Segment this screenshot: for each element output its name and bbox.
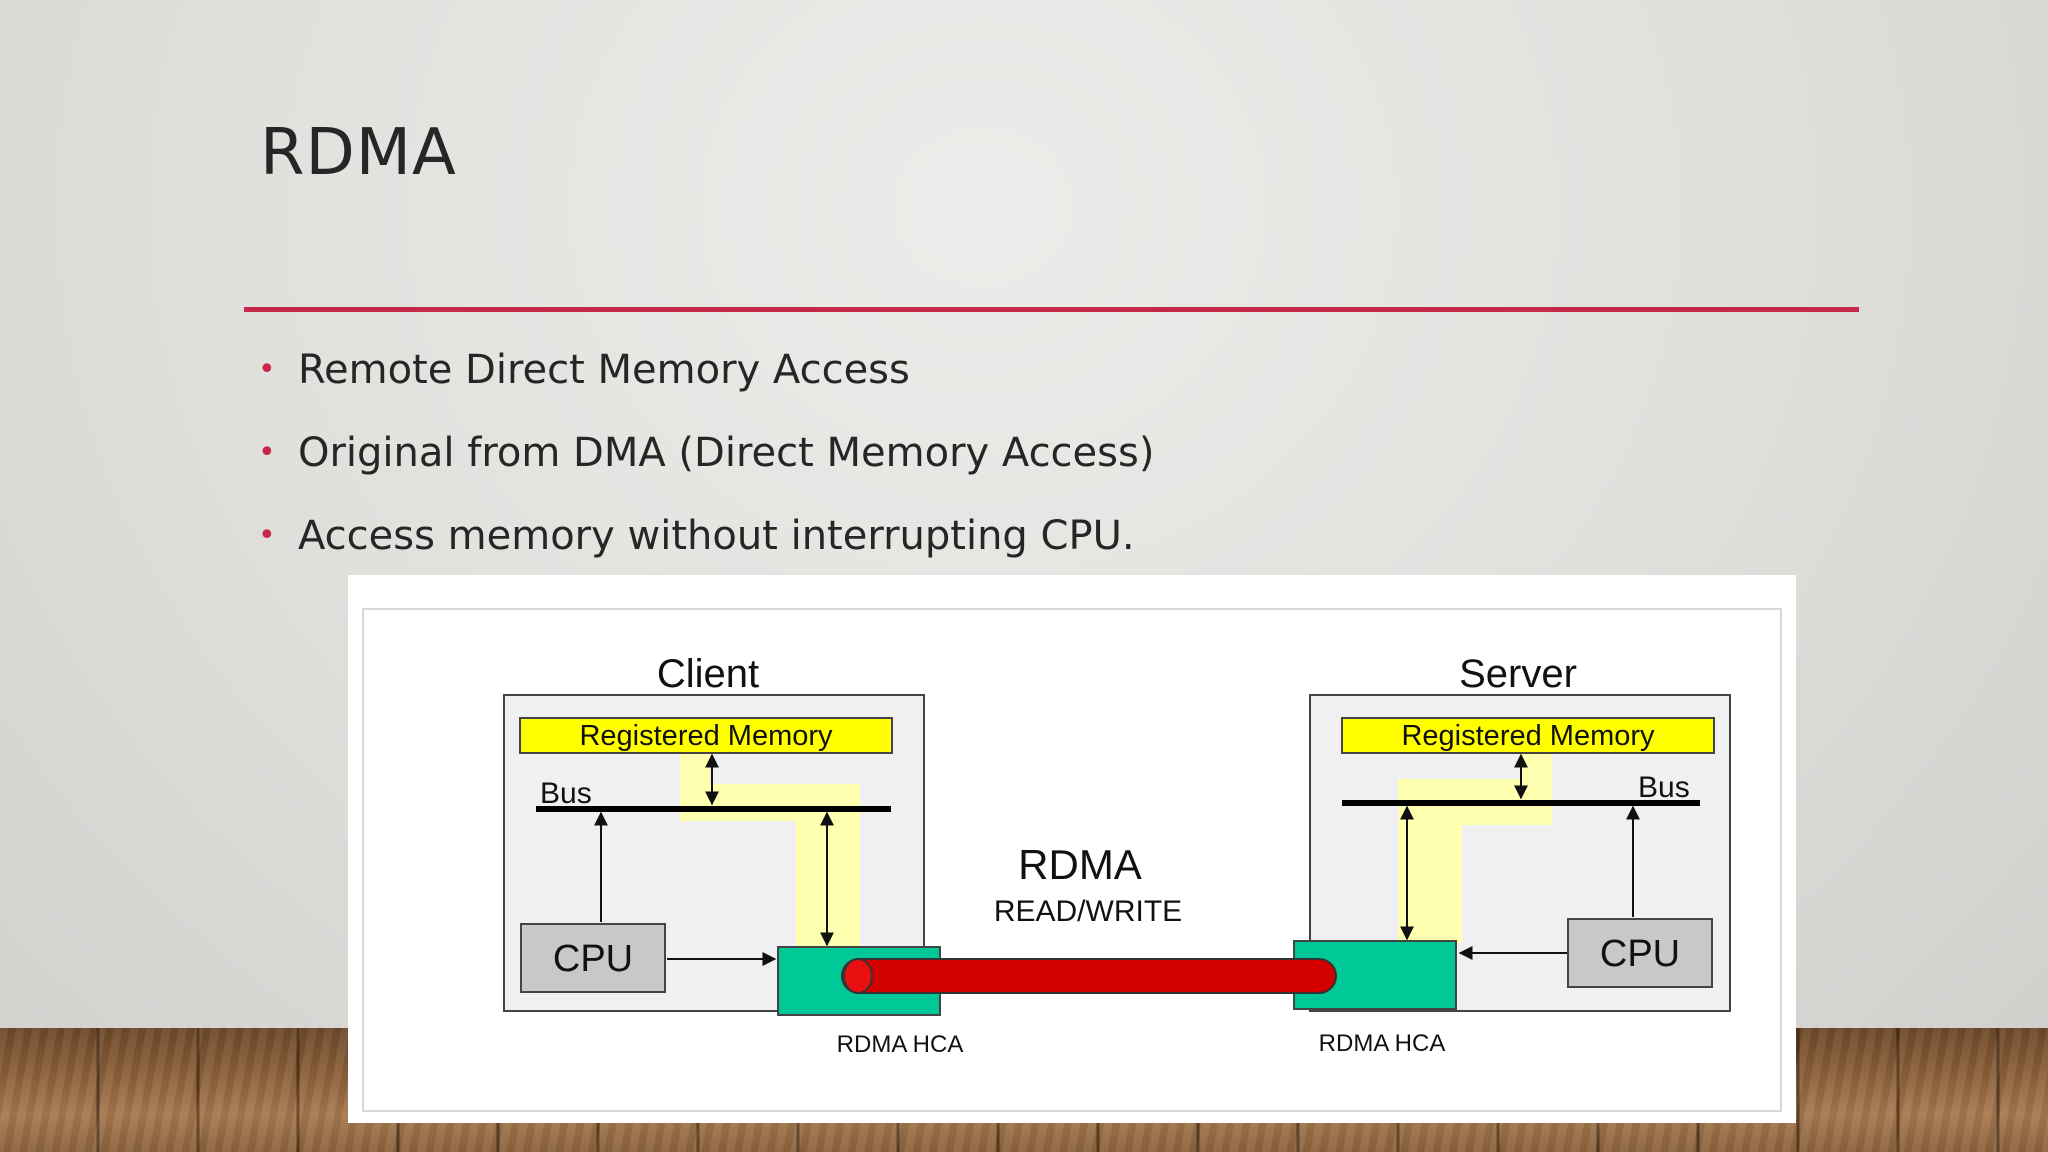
rdma-diagram: Client Registered Memory Bus CPU RDMA HC… (348, 575, 1796, 1123)
client-bus-label: Bus (540, 777, 592, 810)
rdma-pipe (841, 958, 1337, 994)
server-registered-memory-label: Registered Memory (1401, 720, 1655, 752)
server-cpu-box (1567, 918, 1713, 988)
bullet-dot-icon: • (258, 352, 276, 387)
client-data-path-highlight (680, 753, 860, 949)
client-cpu-box (520, 923, 666, 993)
client-label: Client (657, 652, 759, 696)
slide-title: RDMA (260, 116, 457, 190)
server-bus-label: Bus (1638, 771, 1690, 804)
rdma-link-subtitle: READ/WRITE (994, 895, 1182, 928)
server-hca-label: RDMA HCA (1319, 1030, 1446, 1057)
rdma-link-title: RDMA (1018, 841, 1142, 888)
bullet-list: • Remote Direct Memory Access • Original… (258, 342, 1154, 591)
client-registered-memory-label: Registered Memory (579, 720, 833, 752)
title-divider (244, 307, 1859, 312)
bullet-item: • Remote Direct Memory Access (258, 342, 1154, 425)
bullet-dot-icon: • (258, 518, 276, 553)
bullet-text: Original from DMA (Direct Memory Access) (298, 430, 1155, 476)
rdma-pipe-end (843, 958, 873, 994)
client-cpu-label: CPU (553, 938, 633, 980)
bullet-dot-icon: • (258, 435, 276, 470)
bullet-text: Access memory without interrupting CPU. (298, 513, 1135, 559)
client-hca-label: RDMA HCA (837, 1031, 964, 1058)
bullet-text: Remote Direct Memory Access (298, 347, 910, 393)
bullet-item: • Original from DMA (Direct Memory Acces… (258, 425, 1154, 508)
server-label: Server (1459, 652, 1577, 696)
bullet-item: • Access memory without interrupting CPU… (258, 508, 1154, 591)
server-registered-memory (1341, 717, 1715, 754)
client-registered-memory (519, 717, 893, 754)
server-cpu-label: CPU (1600, 933, 1680, 975)
